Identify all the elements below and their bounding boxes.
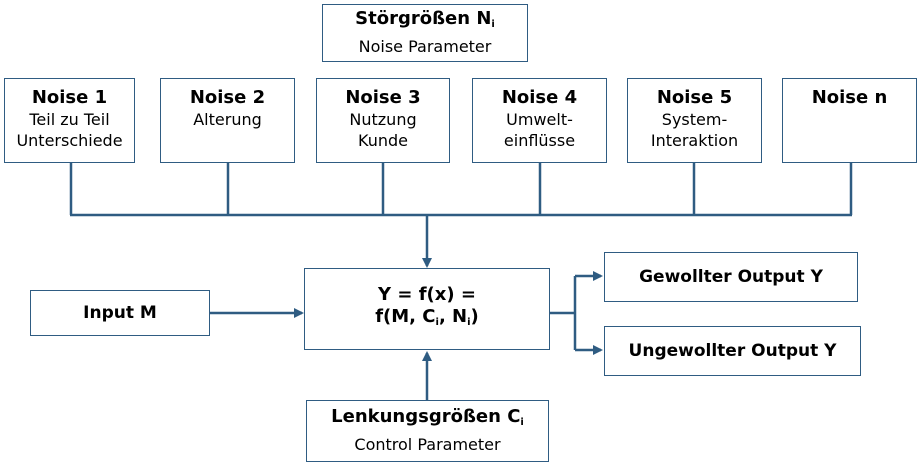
- noise-4-line-2: einflüsse: [503, 131, 576, 150]
- noise-parameter-box: Störgrößen Ni Noise Parameter: [322, 4, 528, 62]
- noise-n-title: Noise n: [811, 87, 888, 108]
- unwanted-output-label: Ungewollter Output Y: [628, 341, 837, 361]
- noise-2-title: Noise 2: [189, 87, 266, 108]
- noise-parameter-subtitle: Noise Parameter: [358, 37, 492, 56]
- input-label: Input M: [83, 303, 157, 323]
- noise-2-line-1: Alterung: [193, 110, 262, 129]
- noise-3-line-2: Kunde: [358, 131, 408, 150]
- function-line-1: Y = f(x) =: [378, 284, 476, 305]
- noise-5-title: Noise 5: [656, 87, 733, 108]
- noise-1-line-1: Teil zu Teil: [29, 110, 110, 129]
- noise-5-line-1: System-: [661, 110, 728, 129]
- noise-1-title: Noise 1: [31, 87, 108, 108]
- noise-3-line-1: Nutzung: [349, 110, 417, 129]
- control-parameter-title: Lenkungsgrößen Ci: [331, 406, 524, 428]
- wanted-output-box: Gewollter Output Y: [604, 252, 858, 302]
- noise-3-box: Noise 3 Nutzung Kunde: [316, 78, 450, 163]
- noise-1-box: Noise 1 Teil zu Teil Unterschiede: [4, 78, 135, 163]
- input-box: Input M: [30, 290, 210, 336]
- function-box: Y = f(x) = f(M, Ci, Ni): [304, 268, 550, 350]
- noise-4-box: Noise 4 Umwelt- einflüsse: [472, 78, 607, 163]
- wanted-output-label: Gewollter Output Y: [639, 267, 823, 287]
- unwanted-output-box: Ungewollter Output Y: [604, 326, 861, 376]
- noise-n-box: Noise n: [782, 78, 917, 163]
- control-parameter-subtitle: Control Parameter: [354, 435, 501, 454]
- noise-parameter-title: Störgrößen Ni: [355, 8, 495, 30]
- noise-3-title: Noise 3: [345, 87, 421, 108]
- noise-5-box: Noise 5 System- Interaktion: [627, 78, 762, 163]
- noise-4-line-1: Umwelt-: [506, 110, 573, 129]
- noise-2-box: Noise 2 Alterung: [160, 78, 295, 163]
- control-parameter-box: Lenkungsgrößen Ci Control Parameter: [306, 400, 549, 462]
- noise-4-title: Noise 4: [501, 87, 578, 108]
- noise-5-line-2: Interaktion: [650, 131, 739, 150]
- function-line-2: f(M, Ci, Ni): [375, 306, 479, 328]
- noise-1-line-2: Unterschiede: [16, 131, 123, 150]
